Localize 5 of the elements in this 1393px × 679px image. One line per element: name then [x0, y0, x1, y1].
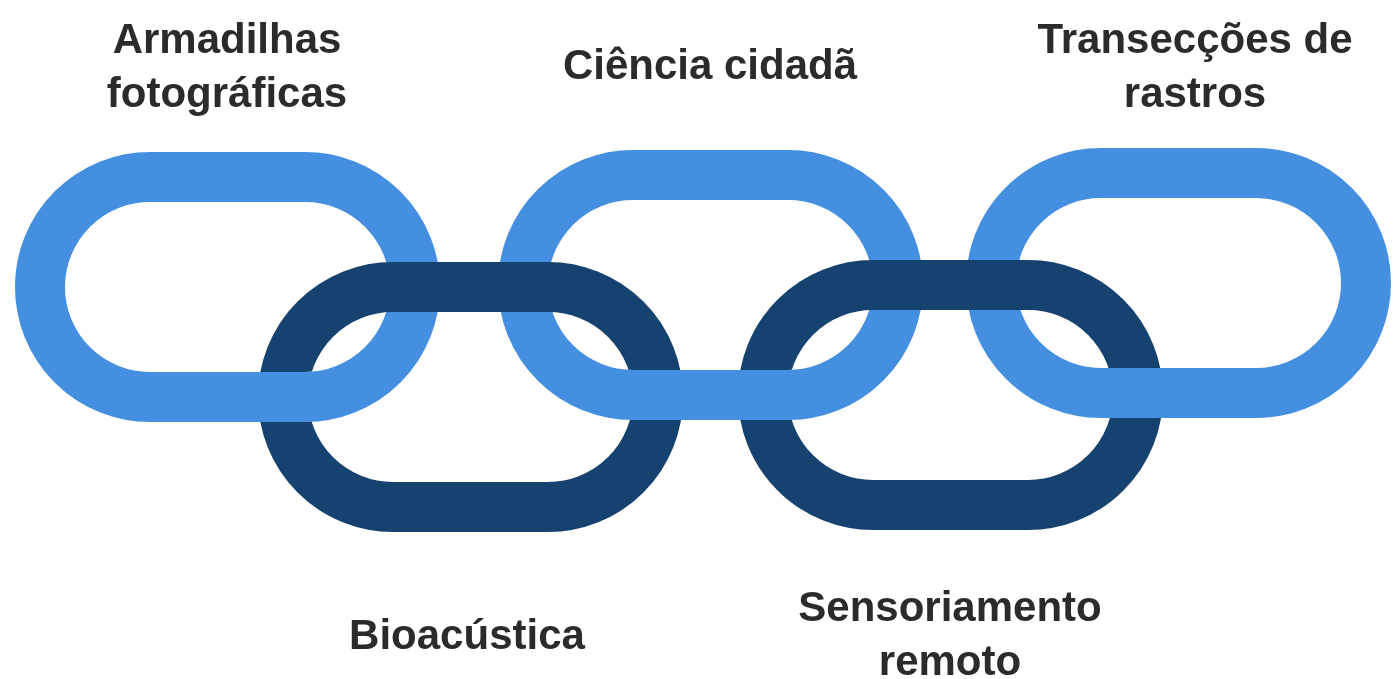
link-label: Ciência cidadã	[561, 40, 859, 90]
link-label: Armadilhas fotográficas	[105, 14, 349, 118]
link-label: Transecções de rastros	[1036, 14, 1354, 118]
link-label: Bioacústica	[348, 610, 586, 660]
link-label: Sensoriamento remoto	[797, 582, 1103, 679]
